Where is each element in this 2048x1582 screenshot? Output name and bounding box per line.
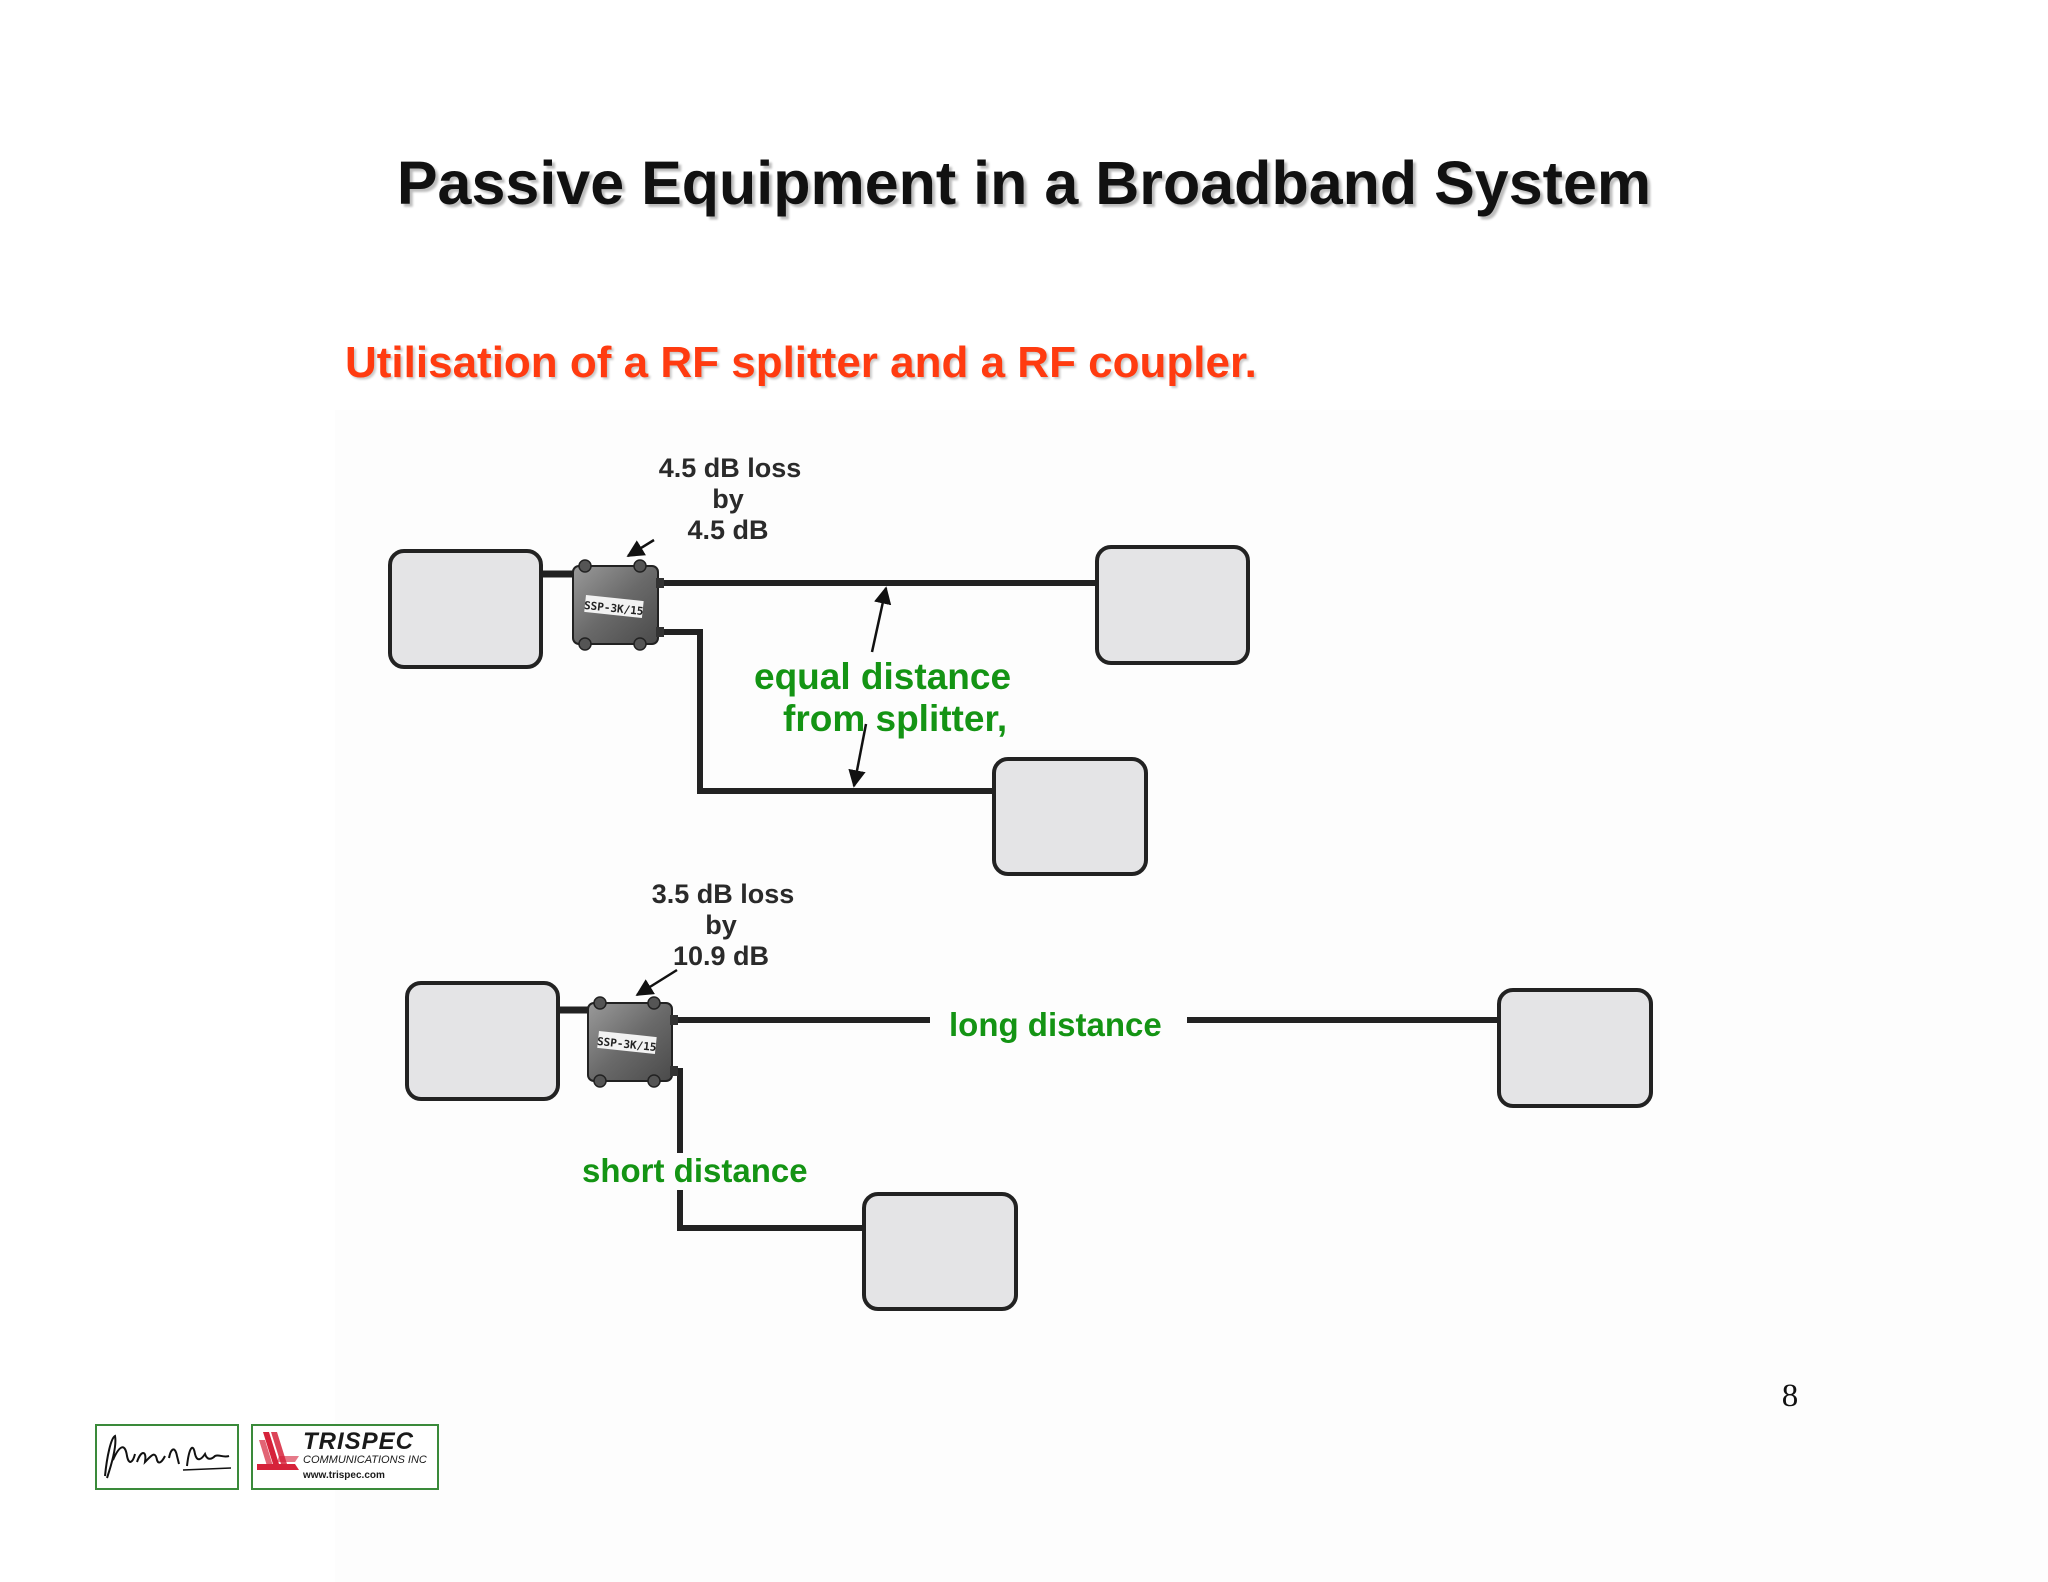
splitter-loss-arrow [626,538,655,558]
signature-graphic [104,1434,232,1479]
equal-distance-arrow-bottom [848,723,868,788]
splitter-source-box [388,549,543,669]
equal-distance-label-1: equal distance [754,656,1011,697]
equal-distance-label-2: from splitter, [783,698,1007,739]
splitter-loss-line-1: 4.5 dB loss [659,453,802,483]
coupler-loss-arrow [635,968,678,997]
coupler-loss-line-2: by [705,910,737,940]
equal-distance-arrow-top [870,586,892,653]
coupler-output-box-far [1497,988,1653,1108]
splitter-section: 4.5 dB loss by 4.5 dB [388,453,1250,876]
company-subtitle: COMMUNICATIONS INC [303,1454,427,1466]
coupler-output-box-near [862,1192,1018,1311]
page-number: 8 [1781,1378,1799,1414]
signature-logo [95,1424,239,1490]
coupler-loss-line-3: 10.9 dB [673,941,769,971]
splitter-device-label: SSP-3K/15 [583,599,644,618]
splitter-device: SSP-3K/15 [572,559,664,651]
trispec-mark-icon [257,1432,299,1470]
coupler-device-label: SSP-3K/15 [596,1035,657,1054]
company-name: TRISPEC [303,1428,415,1455]
short-distance-label: short distance [582,1152,808,1189]
splitter-output-box-bottom [992,757,1148,876]
slide-title: Passive Equipment in a Broadband System [396,149,1652,217]
coupler-section: 3.5 dB loss by 10.9 dB [405,879,1653,1311]
splitter-loss-line-2: by [712,484,744,514]
coupler-loss-line-1: 3.5 dB loss [652,879,795,909]
coupler-device: SSP-3K/15 [587,996,678,1088]
splitter-output-box-top [1095,545,1250,665]
slide-subtitle: Utilisation of a RF splitter and a RF co… [345,338,1257,387]
coupler-source-box [405,981,560,1101]
splitter-loss-line-3: 4.5 dB [687,515,768,545]
company-url: www.trispec.com [303,1470,385,1481]
long-distance-label: long distance [949,1006,1162,1043]
coupler-cable-short-2 [677,1190,864,1231]
coupler-cable-short [670,1068,683,1153]
trispec-logo: TRISPEC COMMUNICATIONS INC www.trispec.c… [251,1424,439,1490]
splitter-cable-bottom [656,629,994,794]
